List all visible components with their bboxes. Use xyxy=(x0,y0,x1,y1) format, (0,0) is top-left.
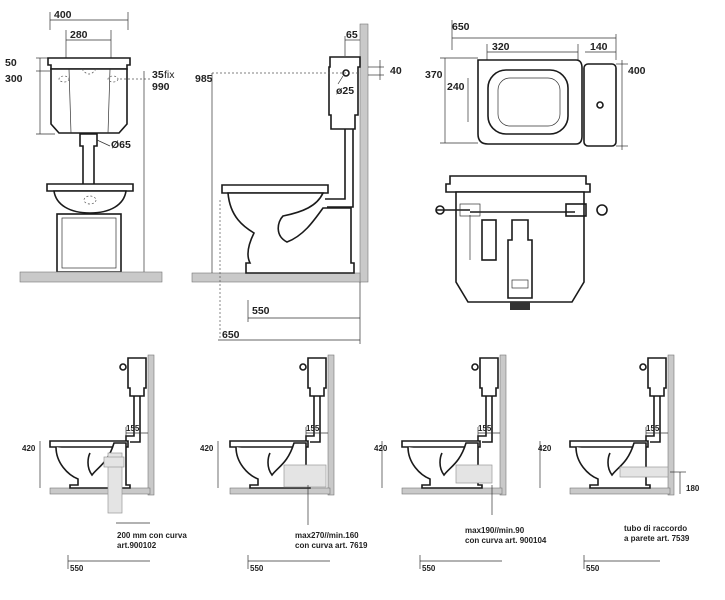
install-note-line1: max190//min.90 xyxy=(465,526,525,535)
front-view: 400 280 50 300 35 fix 990 Ø65 xyxy=(5,9,175,283)
dim-400: 400 xyxy=(628,65,646,77)
top-view: 650 320 140 370 240 400 xyxy=(425,20,646,150)
install-note-line1: 200 mm con curva xyxy=(117,531,187,540)
dim-inner: 280 xyxy=(70,29,88,41)
dim-fix: 35 xyxy=(152,69,164,81)
dim-bowl-height: 420 xyxy=(374,444,388,453)
dim-tank-depth: 65 xyxy=(346,29,358,41)
dim-pipe-height: 155 xyxy=(126,424,140,433)
side-view: 65 ø25 40 985 550 650 xyxy=(191,23,402,344)
dim-550: 550 xyxy=(252,305,270,317)
install-note-line1: tubo di raccordo xyxy=(624,524,687,533)
install-note-line1: max270//min.160 xyxy=(295,531,359,540)
dim-width: 400 xyxy=(54,9,72,21)
install-variant-3: 420 155 max190//min.90 con curva art. 90… xyxy=(374,354,547,573)
dim-fix-label: fix xyxy=(164,69,175,81)
dim-pipe-height: 155 xyxy=(306,424,320,433)
install-note-line2: con curva art. 900104 xyxy=(465,536,547,545)
dim-floor-550: 550 xyxy=(586,564,600,573)
dim-outlet-height: 180 xyxy=(686,484,700,493)
install-variant-1: 420 155 200 mm con curva art.900102 550 xyxy=(22,354,187,573)
dim-pipe-height: 155 xyxy=(478,424,492,433)
install-note-line2: a parete art. 7539 xyxy=(624,534,690,543)
dim-370: 370 xyxy=(425,69,443,81)
dim-hole-offset: 40 xyxy=(390,65,402,77)
dim-tank-height: 300 xyxy=(5,73,23,85)
dim-240: 240 xyxy=(447,81,465,93)
dim-bowl-height: 420 xyxy=(22,444,36,453)
dim-floor-550: 550 xyxy=(70,564,84,573)
install-note-line2: con curva art. 7619 xyxy=(295,541,368,550)
dim-bowl-height: 420 xyxy=(200,444,214,453)
dim-pipe-diameter: Ø65 xyxy=(111,139,131,151)
dim-hole: ø25 xyxy=(336,85,354,97)
dim-overall-height: 990 xyxy=(152,81,170,93)
dim-pipe-height: 155 xyxy=(646,424,660,433)
dim-bowl-height: 420 xyxy=(538,444,552,453)
dim-floor-550: 550 xyxy=(422,564,436,573)
tank-section xyxy=(435,175,608,310)
dim-side-height: 985 xyxy=(195,73,213,85)
install-note-line2: art.900102 xyxy=(117,541,157,550)
dim-total-length: 650 xyxy=(452,21,470,33)
dim-tank-width: 140 xyxy=(590,41,608,53)
install-variant-4: 420 155 180 tubo di raccordo a parete ar… xyxy=(538,354,700,573)
dim-bowl-width: 320 xyxy=(492,41,510,53)
dim-lid: 50 xyxy=(5,57,17,69)
install-variant-2: 420 155 max270//min.160 con curva art. 7… xyxy=(200,354,368,573)
dim-650: 650 xyxy=(222,329,240,341)
dim-floor-550: 550 xyxy=(250,564,264,573)
